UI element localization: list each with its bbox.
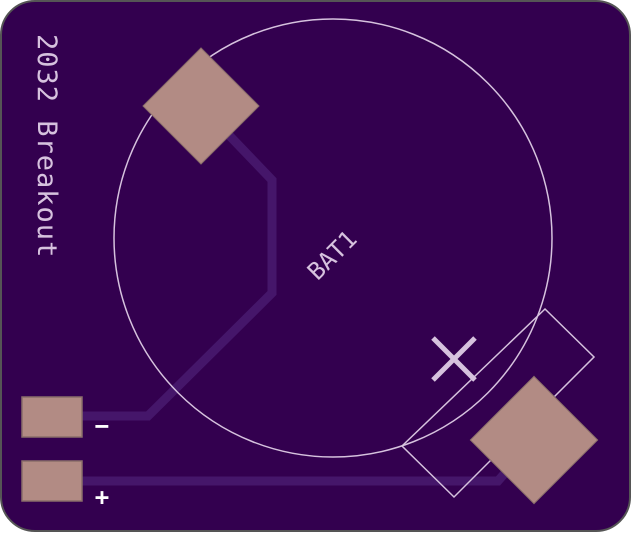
polarity-x-marker [431, 336, 477, 382]
battery-holder-outline [113, 18, 553, 458]
pin-pad-negative [21, 396, 83, 438]
board-title: 2032 Breakout [31, 34, 62, 258]
pin-pad-positive [21, 460, 83, 502]
battery-holder-tab-outline [400, 307, 596, 499]
battery-pad-top [142, 47, 260, 165]
trace-negative [52, 102, 277, 421]
pin-label-negative: − [95, 412, 109, 440]
pin-label-positive: + [95, 483, 109, 511]
battery-pad-bottom [469, 375, 599, 505]
